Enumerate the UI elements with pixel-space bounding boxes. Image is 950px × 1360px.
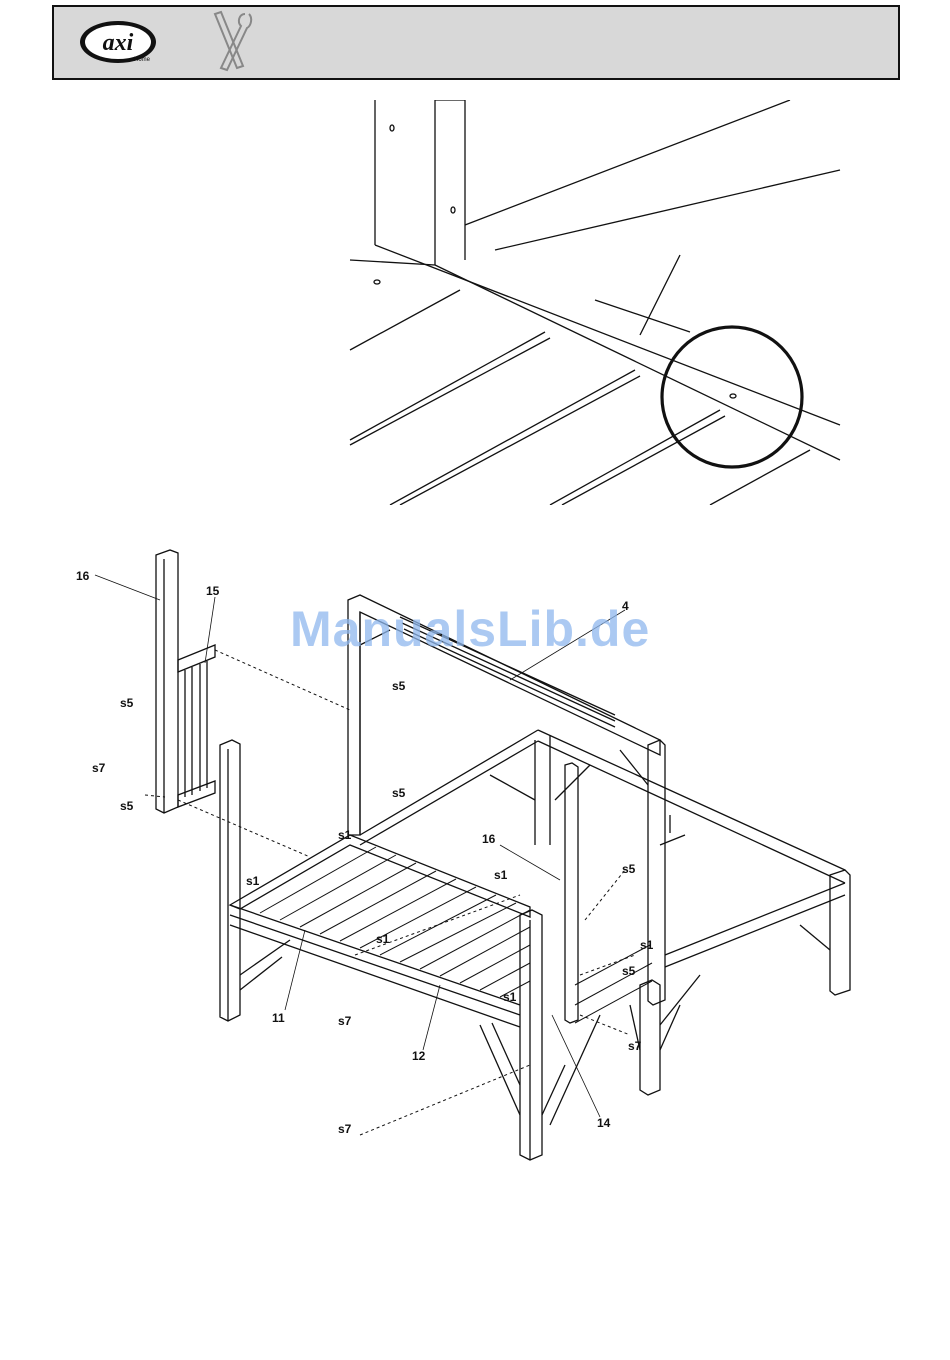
screw-label-s7: s7: [338, 1122, 352, 1136]
screw-label-s1: s1: [494, 868, 508, 882]
screw-label-s5: s5: [622, 862, 636, 876]
screw-label-s7: s7: [92, 761, 106, 775]
detail-drawing: [340, 100, 845, 505]
part-label-11: 11: [272, 1011, 285, 1025]
detail-circle-icon: [662, 327, 802, 467]
screw-label-s5: s5: [392, 679, 406, 693]
part-label-14: 14: [597, 1116, 611, 1130]
screw-label-s5: s5: [392, 786, 406, 800]
logo-subtext: Home: [134, 57, 151, 63]
axi-logo-icon: axi Home: [78, 17, 158, 67]
part-label-16: 16: [76, 569, 90, 583]
logo-text: axi: [103, 30, 134, 56]
part-label-12: 12: [412, 1049, 426, 1063]
page-header: axi Home: [52, 5, 900, 80]
tools-icon: [207, 10, 253, 74]
watermark-text: ManualsLib.de: [290, 600, 650, 658]
part-label-16-second: 16: [482, 832, 496, 846]
screw-label-s1: s1: [246, 874, 260, 888]
screw-label-s5: s5: [120, 696, 134, 710]
screw-label-s5: s5: [120, 799, 134, 813]
part-label-15: 15: [206, 584, 220, 598]
screw-label-s1: s1: [503, 990, 517, 1004]
screw-label-s5: s5: [622, 964, 636, 978]
screw-label-s1: s1: [338, 828, 352, 842]
screw-label-s7: s7: [338, 1014, 352, 1028]
screw-label-s7: s7: [628, 1039, 642, 1053]
screw-label-s1: s1: [640, 938, 654, 952]
screw-label-s1: s1: [376, 932, 390, 946]
